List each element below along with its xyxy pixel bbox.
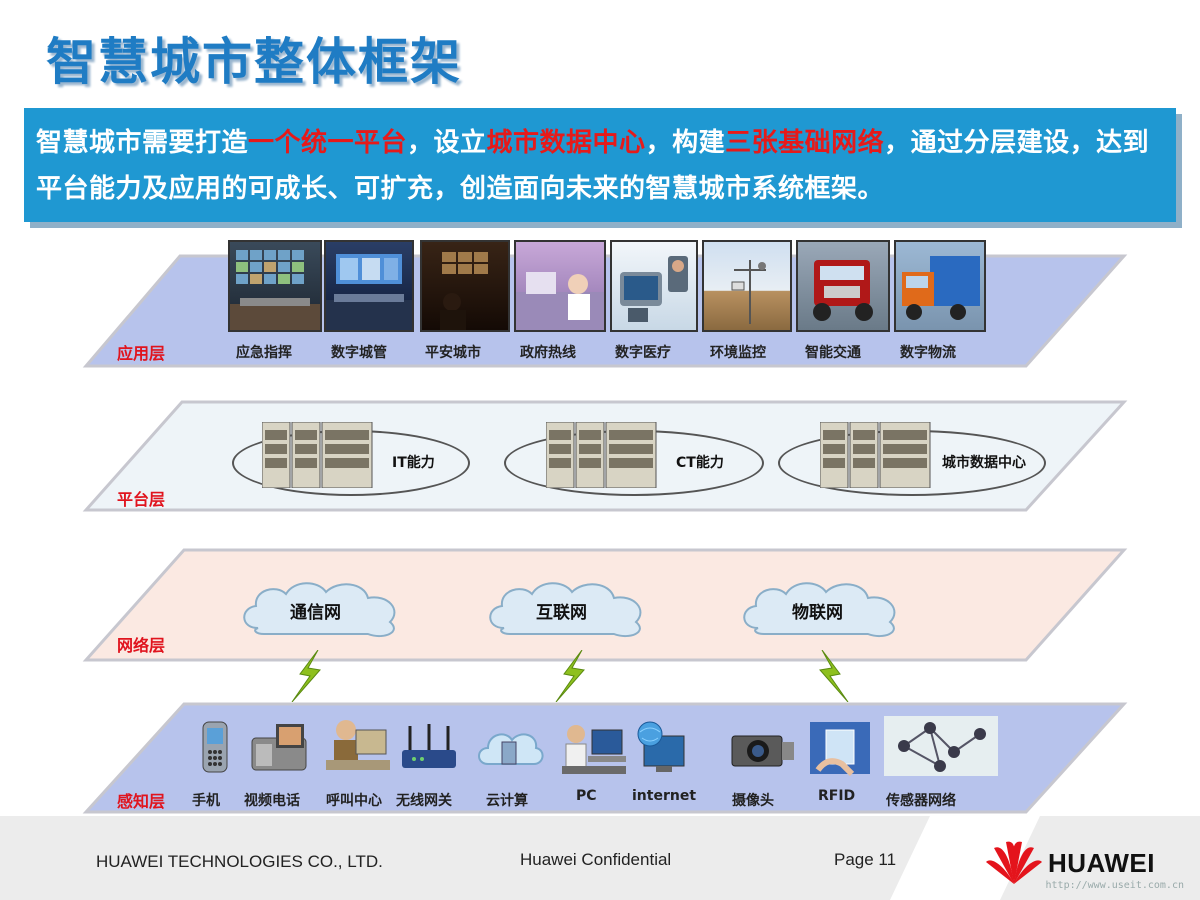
device-item-1: 视频电话 [244,793,300,809]
perception-layer-label: 感知层 [117,792,166,811]
photo-safe-city [420,240,510,332]
app-item-4: 数字医疗 [615,345,671,361]
huawei-logo-icon [984,838,1044,892]
device-item-0: 手机 [192,793,220,809]
cloud-computing-icon [476,724,544,776]
network-item-iot: 物联网 [792,603,843,623]
lightning-bolt-icon [290,649,324,706]
wireless-gateway-icon [400,722,458,778]
lightning-bolt-icon [554,649,588,706]
network-layer-label: 网络层 [117,636,166,655]
footer-divider [890,816,1040,900]
intro-part-1: 智慧城市需要打造 [36,128,249,158]
pc-user-icon [562,722,626,780]
mobile-phone-icon [200,720,230,778]
server-rack-icon [545,421,658,492]
device-item-5: PC [576,788,597,804]
intro-part-2: ，设立 [407,128,487,158]
camera-icon [728,728,798,778]
platform-item-it: IT能力 [392,455,435,471]
application-layer-label: 应用层 [117,344,166,363]
device-item-3: 无线网关 [396,793,452,809]
device-item-8: RFID [818,788,856,804]
photo-digital-medical [610,240,698,332]
platform-item-datacenter: 城市数据中心 [942,455,1026,471]
platform-layer-label: 平台层 [117,490,166,509]
server-rack-icon [819,421,932,492]
cloud-icon [238,576,410,646]
photo-gov-hotline [514,240,606,332]
rfid-icon [808,720,872,780]
network-item-telecom: 通信网 [290,603,341,623]
intro-text: 智慧城市需要打造一个统一平台，设立城市数据中心，构建三张基础网络，通过分层建设，… [24,108,1176,222]
app-item-5: 环境监控 [710,345,766,361]
sensor-network-icon [884,716,998,780]
photo-smart-traffic [796,240,890,332]
huawei-brand-text: HUAWEI [1048,848,1155,878]
intro-part-4: ，通过分层建设，达到平台能力及应用的可成长、可扩充，创造面向未来的智慧城市系统框… [36,128,1150,204]
app-item-1: 数字城管 [331,345,387,361]
photo-digital-city-mgmt [324,240,414,332]
intro-part-3: ，构建 [645,128,726,158]
app-item-0: 应急指挥 [236,345,292,361]
lightning-bolt-icon [818,649,852,706]
app-item-2: 平安城市 [425,345,481,361]
cloud-icon [738,576,910,646]
intro-highlight-3: 三张基础网络 [725,128,885,158]
device-item-6: internet [632,788,697,804]
photo-emergency-command [228,240,322,332]
app-item-3: 政府热线 [520,345,576,361]
page-title: 智慧城市整体框架 [46,33,462,91]
photo-digital-logistics [894,240,986,332]
footer-page-number: Page 11 [834,850,897,869]
footer-confidential: Huawei Confidential [520,850,672,869]
device-item-9: 传感器网络 [886,793,956,809]
photo-environment-monitor [702,240,792,332]
intro-highlight-2: 城市数据中心 [486,128,646,158]
app-item-7: 数字物流 [900,345,956,361]
video-phone-icon [248,722,310,776]
app-item-6: 智能交通 [805,345,861,361]
intro-highlight-1: 一个统一平台 [248,128,408,158]
network-item-internet: 互联网 [536,603,587,623]
internet-globe-icon [634,720,690,780]
device-item-4: 云计算 [486,793,528,809]
device-item-2: 呼叫中心 [326,793,382,809]
cloud-icon [484,576,656,646]
footer-company: HUAWEI TECHNOLOGIES CO., LTD. [96,852,383,871]
watermark: http://www.useit.com.cn [1045,880,1184,891]
server-rack-icon [261,421,374,492]
platform-item-ct: CT能力 [676,455,724,471]
device-item-7: 摄像头 [732,793,774,809]
call-center-icon [326,716,390,776]
